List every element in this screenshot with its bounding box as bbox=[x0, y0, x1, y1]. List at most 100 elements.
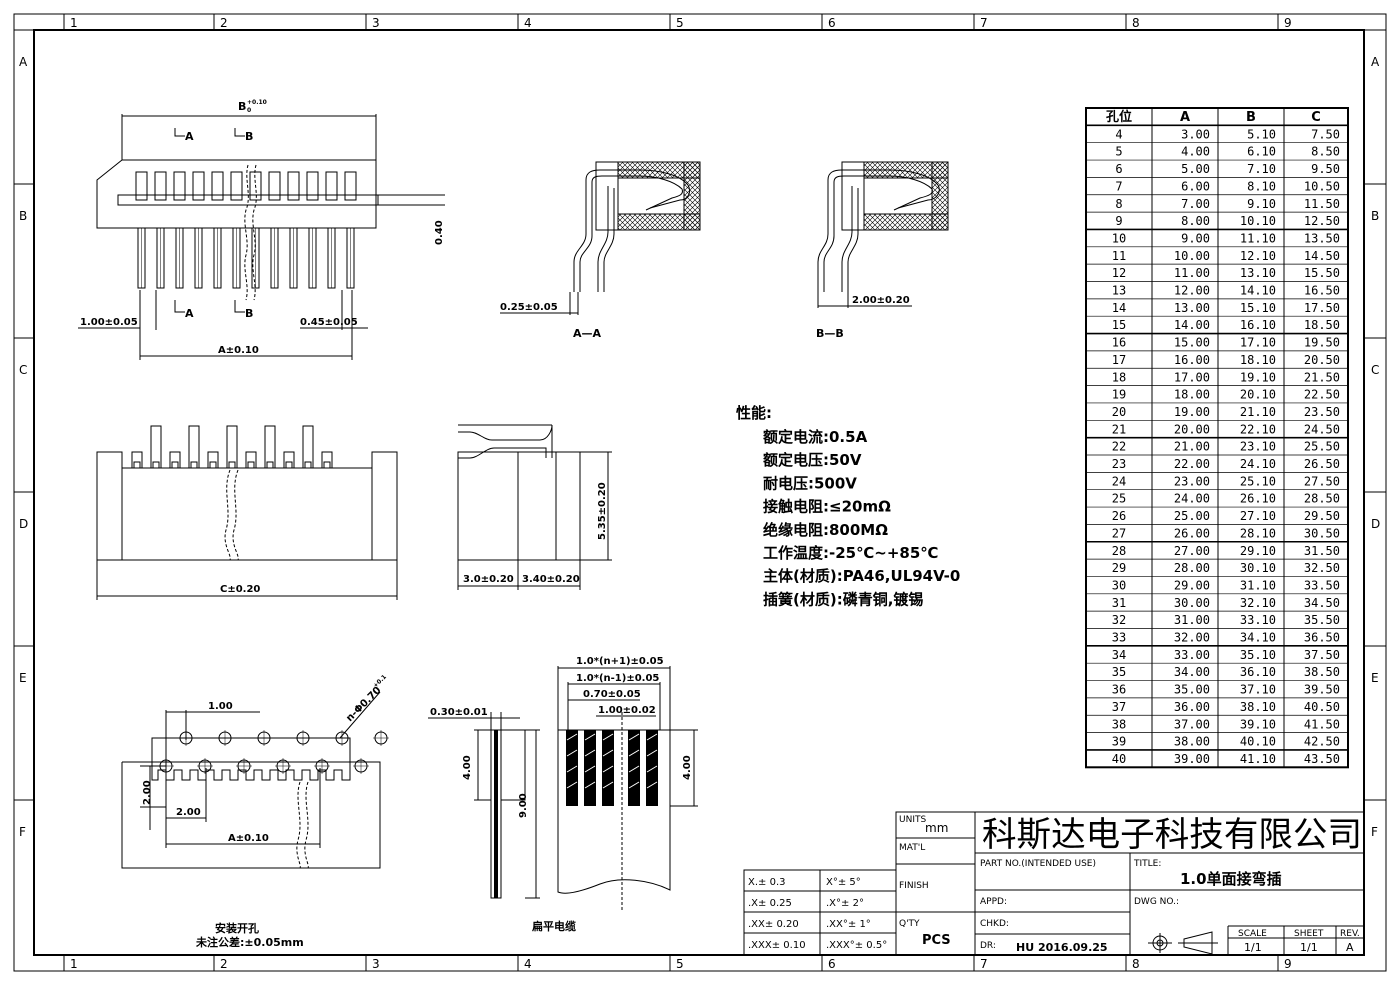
spec-table-cell: 34.50 bbox=[1304, 596, 1340, 610]
performance-line: 额定电流:0.5A bbox=[763, 428, 868, 446]
spec-table-cell: 33.10 bbox=[1240, 613, 1276, 627]
spec-table-cell: 4 bbox=[1115, 127, 1122, 141]
spec-table-cell: 31.00 bbox=[1174, 613, 1210, 627]
section-aa-label: A—A bbox=[573, 327, 602, 340]
tolerance-angular: .XXX°± 0.5° bbox=[826, 940, 887, 951]
spec-table-cell: 11.00 bbox=[1174, 266, 1210, 280]
dim-040: 0.40 bbox=[434, 220, 445, 245]
zone-number-top: 3 bbox=[372, 16, 380, 30]
spec-table-cell: 39.00 bbox=[1174, 752, 1210, 766]
spec-table-cell: 14.50 bbox=[1304, 249, 1340, 263]
spec-table-cell: 36.50 bbox=[1304, 631, 1340, 645]
spec-table-cell: 14 bbox=[1112, 301, 1126, 315]
spec-table-cell: 7.50 bbox=[1311, 127, 1340, 141]
qty-value: PCS bbox=[922, 933, 951, 948]
hole-pattern-view: 1.00 n-Φ0.70 +0.1 2.00 2.00 A±0.10 安装开孔 … bbox=[121, 673, 389, 949]
zone-number-bottom: 6 bbox=[828, 957, 836, 971]
spec-table-cell: 12 bbox=[1112, 266, 1126, 280]
side-view: 5.35±0.20 3.0±0.20 3.40±0.20 bbox=[457, 424, 612, 590]
spec-table-cell: 25 bbox=[1112, 492, 1126, 506]
zone-number-top: 4 bbox=[524, 16, 532, 30]
spec-table-cell: 25.50 bbox=[1304, 440, 1340, 454]
dim-c: C±0.20 bbox=[220, 584, 260, 595]
units-label: UNITS bbox=[899, 815, 926, 825]
spec-table-cell: 27.50 bbox=[1304, 474, 1340, 488]
zone-number-top: 9 bbox=[1284, 16, 1292, 30]
units-value: mm bbox=[925, 821, 948, 835]
spec-table-cell: 18.00 bbox=[1174, 388, 1210, 402]
title-block: 科斯达电子科技有限公司 UNITS mm MAT'L FINISH Q'TY P… bbox=[895, 811, 1365, 956]
spec-table-cell: 11.10 bbox=[1240, 231, 1276, 245]
section-bb-label: B—B bbox=[816, 327, 844, 340]
cable-dim-2: 1.0*(n-1)±0.05 bbox=[576, 673, 659, 684]
zone-number-top: 7 bbox=[980, 16, 988, 30]
spec-table-cell: 37.50 bbox=[1304, 648, 1340, 662]
spec-table-cell: 21.10 bbox=[1240, 405, 1276, 419]
spec-table-cell: 38.00 bbox=[1174, 735, 1210, 749]
zone-number-bottom: 8 bbox=[1132, 957, 1140, 971]
spec-table-cell: 31 bbox=[1112, 596, 1126, 610]
hole-caption-2: 未注公差:±0.05mm bbox=[195, 935, 304, 949]
spec-table-cell: 19 bbox=[1112, 388, 1126, 402]
spec-table-cell: 24.00 bbox=[1174, 492, 1210, 506]
spec-table-cell: 17.50 bbox=[1304, 301, 1340, 315]
spec-table-cell: 34.00 bbox=[1174, 665, 1210, 679]
cable-dim-400: 4.00 bbox=[462, 755, 473, 780]
section-a-top: A bbox=[185, 130, 194, 143]
zone-number-bottom: 9 bbox=[1284, 957, 1292, 971]
spec-table-cell: 12.10 bbox=[1240, 249, 1276, 263]
tolerance-linear: X.± 0.3 bbox=[748, 877, 786, 888]
zone-letter-right: E bbox=[1371, 671, 1379, 685]
zone-number-top: 5 bbox=[676, 16, 684, 30]
zone-letter-left: B bbox=[19, 209, 27, 223]
spec-table-cell: 27.10 bbox=[1240, 509, 1276, 523]
zone-letter-right: A bbox=[1371, 55, 1380, 69]
section-aa-view: 0.25±0.05 A—A bbox=[500, 161, 701, 340]
spec-table-cell: 5.10 bbox=[1247, 127, 1276, 141]
spec-table-cell: 29.10 bbox=[1240, 544, 1276, 558]
cable-caption: 扁平电缆 bbox=[532, 919, 576, 933]
spec-table-cell: 33.00 bbox=[1174, 648, 1210, 662]
zone-number-bottom: 2 bbox=[220, 957, 228, 971]
zone-letter-right: B bbox=[1371, 209, 1379, 223]
zone-number-bottom: 5 bbox=[676, 957, 684, 971]
spec-table-cell: 17 bbox=[1112, 353, 1126, 367]
tolerance-angular: .X°± 2° bbox=[826, 898, 864, 909]
spec-table-cell: 37.00 bbox=[1174, 717, 1210, 731]
zone-letter-left: D bbox=[19, 517, 28, 531]
spec-table-cell: 26.50 bbox=[1304, 457, 1340, 471]
spec-table-cell: 35 bbox=[1112, 665, 1126, 679]
spec-table-cell: 6 bbox=[1115, 162, 1122, 176]
spec-table-cell: 26.00 bbox=[1174, 526, 1210, 540]
spec-table-cell: 29.50 bbox=[1304, 509, 1340, 523]
tolerance-linear: .XX± 0.20 bbox=[748, 919, 799, 930]
spec-table-cell: 10.50 bbox=[1304, 179, 1340, 193]
performance-line: 绝缘电阻:800MΩ bbox=[763, 521, 888, 539]
spec-table-cell: 8.00 bbox=[1181, 214, 1210, 228]
spec-table-cell: 11 bbox=[1112, 249, 1126, 263]
dim-b-tol-bottom: 0 bbox=[247, 107, 251, 114]
dr-label: DR: bbox=[980, 941, 996, 951]
top-view: B +0.10 0 0.40 A B A B 1.00±0.05 0.45±0.… bbox=[78, 99, 445, 360]
zone-letter-right: F bbox=[1371, 825, 1378, 839]
cable-front-view: 1.0*(n+1)±0.05 1.0*(n-1)±0.05 0.70±0.05 … bbox=[532, 656, 698, 933]
spec-table-cell: 18.50 bbox=[1304, 318, 1340, 332]
spec-table-cell: 42.50 bbox=[1304, 735, 1340, 749]
appd-label: APPD: bbox=[980, 897, 1007, 907]
zone-number-top: 6 bbox=[828, 16, 836, 30]
dim-side-right: 3.40±0.20 bbox=[522, 574, 580, 585]
spec-table-header: C bbox=[1311, 110, 1321, 125]
spec-table-cell: 38.10 bbox=[1240, 700, 1276, 714]
zone-letter-right: C bbox=[1371, 363, 1379, 377]
qty-label: Q'TY bbox=[899, 919, 920, 929]
spec-table-cell: 32.10 bbox=[1240, 596, 1276, 610]
spec-table-cell: 36.10 bbox=[1240, 665, 1276, 679]
finish-label: FINISH bbox=[899, 881, 929, 891]
spec-table-cell: 3.00 bbox=[1181, 127, 1210, 141]
spec-table-cell: 35.00 bbox=[1174, 683, 1210, 697]
hole-dim-100: 1.00 bbox=[208, 701, 233, 712]
spec-table-cell: 37 bbox=[1112, 700, 1126, 714]
spec-table-cell: 15.10 bbox=[1240, 301, 1276, 315]
spec-table-cell: 23.50 bbox=[1304, 405, 1340, 419]
